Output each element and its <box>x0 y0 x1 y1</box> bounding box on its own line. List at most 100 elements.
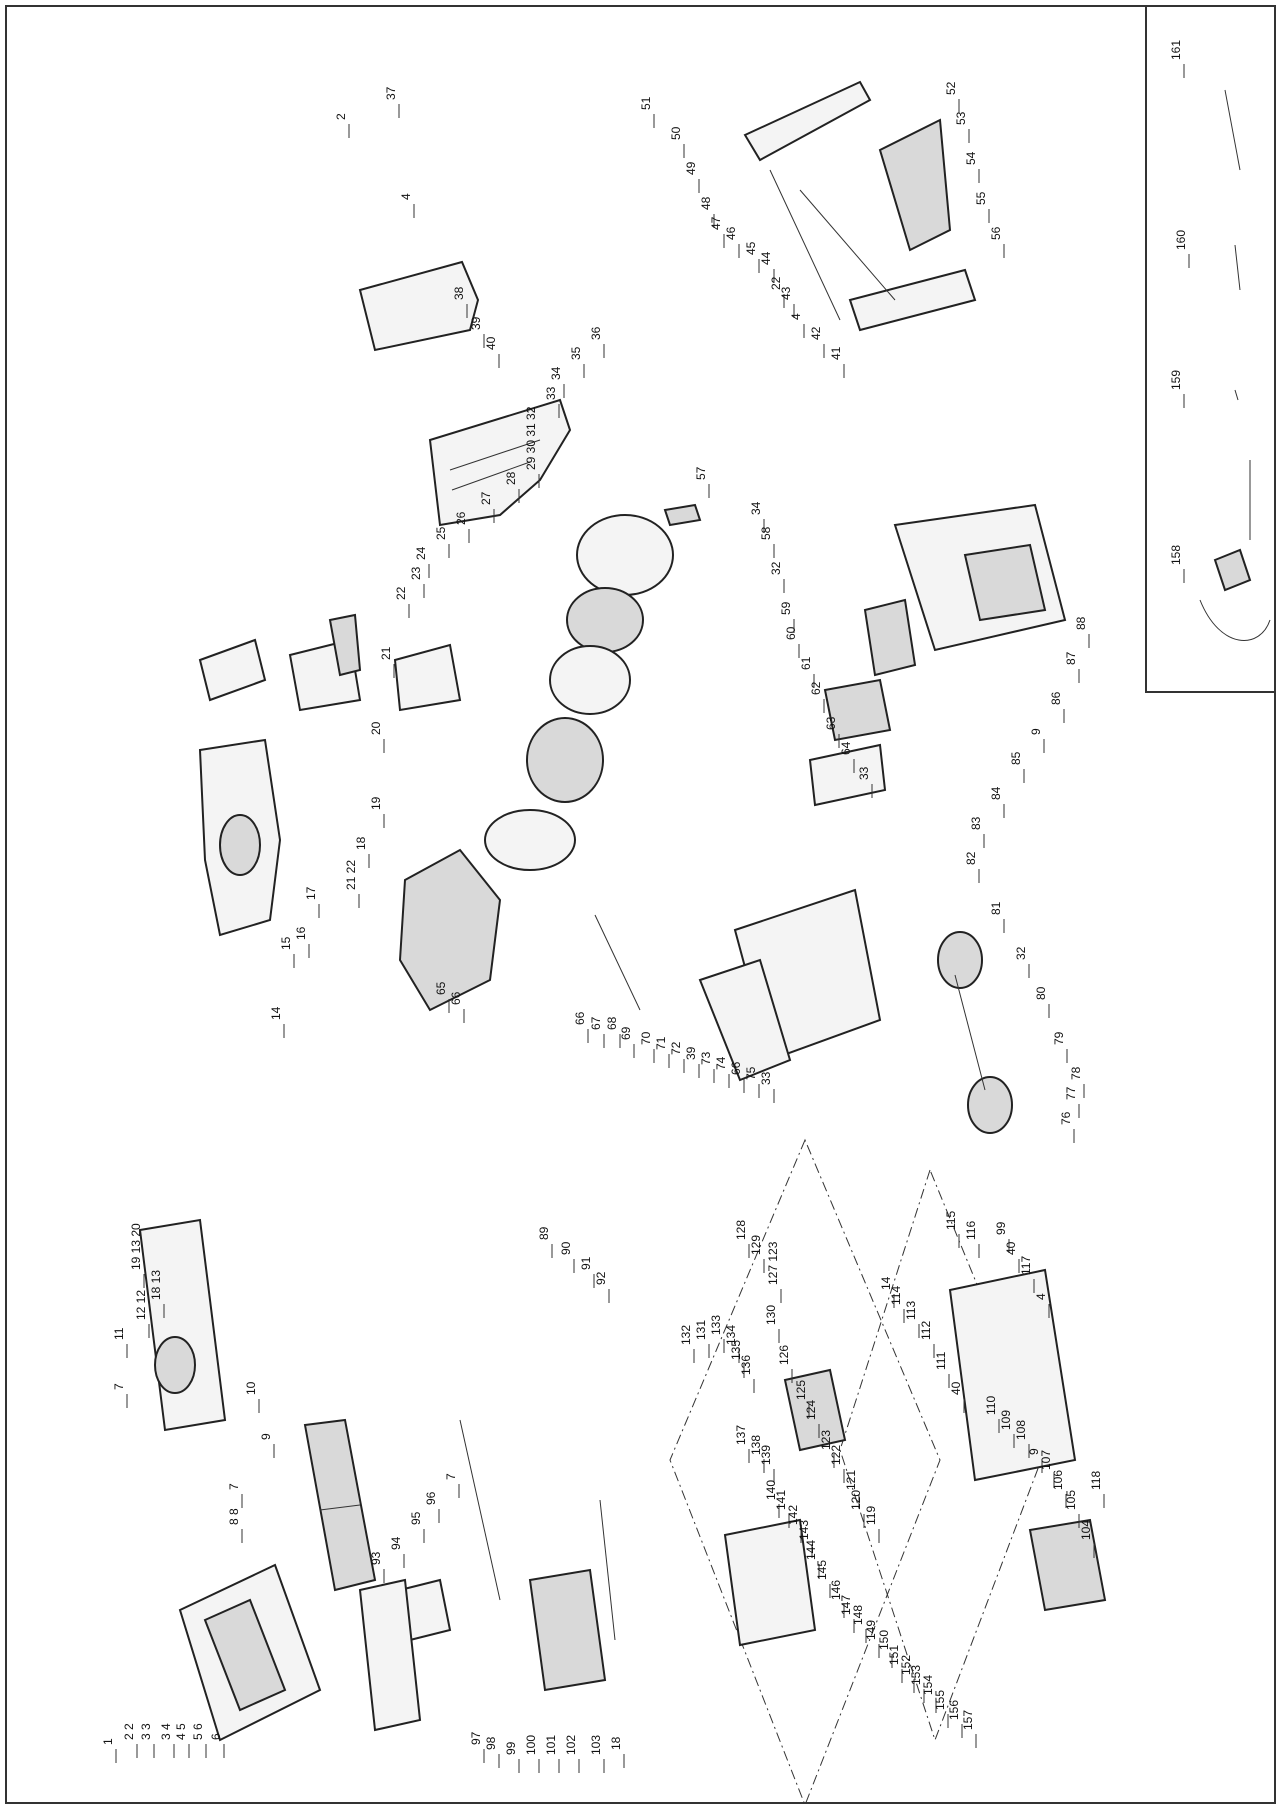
callout-c88: 76 <box>1059 1111 1073 1125</box>
callout-c167: 113 <box>904 1301 918 1320</box>
callout-c11: 10 <box>244 1381 258 1395</box>
callout-c80: 71 <box>654 1036 668 1050</box>
callout-c68: 61 <box>799 656 813 670</box>
fuel-tank-assembly <box>198 613 462 712</box>
callout-c7: 6 <box>209 1733 223 1740</box>
callout-c46: 49 <box>684 161 698 175</box>
callout-c90: 78 <box>1069 1066 1083 1080</box>
callout-c61: 56 <box>989 226 1003 240</box>
callout-c137: 136 <box>739 1355 753 1375</box>
callout-c133: 131 <box>694 1320 708 1340</box>
callout-c45: 50 <box>669 126 683 140</box>
callout-c146: 145 <box>815 1560 829 1580</box>
callout-c139: 138 <box>749 1435 763 1455</box>
callout-c114: 99 <box>504 1741 518 1755</box>
callout-c69: 62 <box>809 681 823 695</box>
callout-c36: 35 <box>569 346 583 360</box>
callout-c178: 104 <box>1079 1520 1093 1540</box>
callout-c102: 88 <box>1074 616 1088 630</box>
callout-c81: 72 <box>669 1041 683 1055</box>
front-housing <box>178 1563 452 1742</box>
callout-c180: 161 <box>1169 40 1183 60</box>
callout-c56: 41 <box>829 346 843 360</box>
callout-c121: 129 <box>749 1235 763 1255</box>
callout-c175: 107 <box>1039 1450 1053 1470</box>
callout-c75: 66 <box>573 1011 587 1025</box>
callout-c54: 4 <box>789 313 803 320</box>
callout-c41: 38 <box>452 286 466 300</box>
callout-c151: 150 <box>877 1630 891 1650</box>
callout-c6: 5 6 <box>191 1723 205 1740</box>
callout-c154: 153 <box>909 1665 923 1685</box>
callout-c168: 112 <box>919 1321 933 1340</box>
callout-c150: 149 <box>864 1620 878 1640</box>
callout-c29: 25 <box>434 526 448 540</box>
callout-c162: 40 <box>1004 1241 1018 1255</box>
callout-c164: 4 <box>1034 1293 1048 1300</box>
small-cover-part <box>663 503 702 527</box>
engine-block <box>398 848 502 1012</box>
callout-c147: 146 <box>829 1580 843 1600</box>
rear-cover-assembly <box>863 503 1067 677</box>
callout-c64: 58 <box>759 526 773 540</box>
callout-c78: 69 <box>619 1026 633 1040</box>
callout-c44: 51 <box>639 96 653 110</box>
callout-c124: 126 <box>777 1345 791 1365</box>
callout-c115: 100 <box>524 1735 538 1755</box>
callout-c95: 82 <box>964 851 978 865</box>
callout-c30: 26 <box>454 511 468 525</box>
callout-c112: 97 <box>469 1731 483 1745</box>
callout-c145: 144 <box>804 1540 818 1560</box>
callout-c52: 22 <box>769 276 783 290</box>
callout-c91: 79 <box>1052 1031 1066 1045</box>
exhaust-grille <box>808 678 892 807</box>
callout-c1: 1 <box>101 1738 115 1745</box>
callout-c53: 43 <box>779 286 793 300</box>
callout-c12: 7 <box>112 1383 126 1390</box>
callout-c38: 2 <box>334 113 348 120</box>
callout-c109: 95 <box>409 1511 423 1525</box>
callout-c117: 102 <box>564 1735 578 1755</box>
callout-c89: 77 <box>1064 1086 1078 1100</box>
callout-c84: 74 <box>714 1056 728 1070</box>
callout-c153: 152 <box>899 1655 913 1675</box>
callout-c155: 154 <box>921 1675 935 1695</box>
accessories-box <box>1145 5 1276 693</box>
callout-c148: 147 <box>839 1595 853 1615</box>
callout-c10: 9 <box>259 1433 273 1440</box>
callout-c128: 122 <box>829 1445 843 1465</box>
callout-c49: 46 <box>724 226 738 240</box>
callout-c103: 89 <box>537 1226 551 1240</box>
side-cover-assembly <box>358 260 572 527</box>
callout-c170: 40 <box>949 1381 963 1395</box>
callout-c35: 34 <box>549 366 563 380</box>
callout-c55: 42 <box>809 326 823 340</box>
callout-c76: 67 <box>589 1016 603 1030</box>
callout-c111: 7 <box>444 1473 458 1480</box>
callout-c65: 32 <box>769 561 783 575</box>
accessory-parts <box>1199 89 1271 641</box>
callout-c16: 19 13 20 <box>129 1223 143 1270</box>
callout-c163: 117 <box>1019 1256 1033 1275</box>
callout-c131: 119 <box>864 1506 878 1525</box>
callout-c126: 124 <box>804 1400 818 1420</box>
callout-c24: 20 <box>369 721 383 735</box>
callout-c130: 120 <box>849 1490 863 1510</box>
callout-c66: 59 <box>779 601 793 615</box>
callout-c120: 128 <box>734 1220 748 1240</box>
callout-c42: 39 <box>469 316 483 330</box>
callout-c13: 11 <box>112 1327 126 1340</box>
callout-c136: 135 <box>729 1340 743 1360</box>
base-frame <box>594 888 882 1082</box>
callout-c26: 22 <box>394 586 408 600</box>
callout-c158: 157 <box>961 1710 975 1730</box>
callout-c129: 121 <box>844 1470 858 1490</box>
callout-c70: 63 <box>824 716 838 730</box>
callout-c82: 39 <box>684 1046 698 1060</box>
callout-c116: 101 <box>544 1735 558 1755</box>
callout-c122: 127 123 <box>766 1241 780 1285</box>
callout-c58: 53 <box>954 111 968 125</box>
callout-c71: 64 <box>839 741 853 755</box>
handle-assembly <box>743 80 977 332</box>
